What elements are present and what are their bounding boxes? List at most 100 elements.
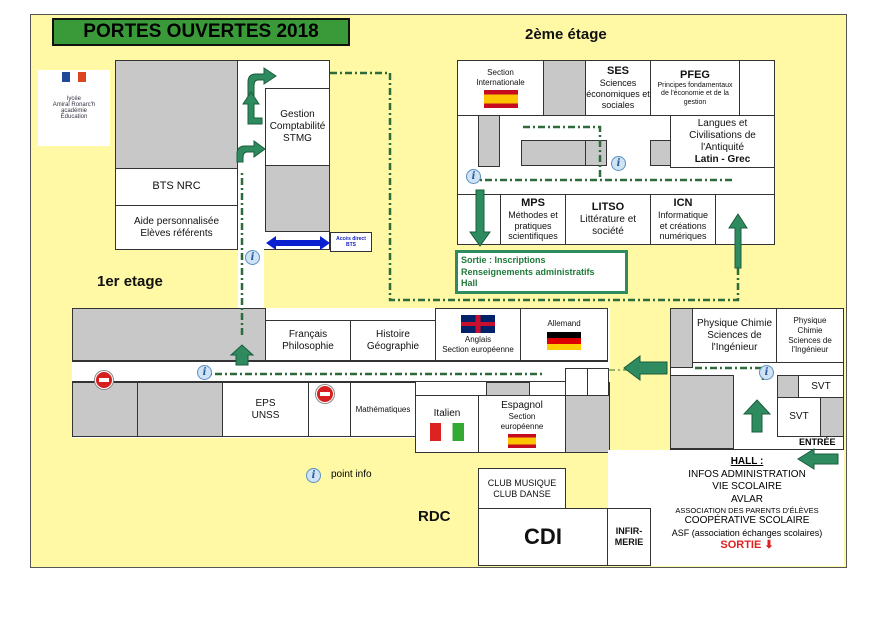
label-ground-floor: RDC [418,508,451,525]
room-label: CLUB MUSIQUE [487,477,557,488]
room-grey [137,382,223,437]
room-label: SVT [789,411,809,422]
box-line: Sortie : Inscriptions [461,255,546,265]
room-label: numériques [659,231,707,242]
room-label: Italien [433,407,461,419]
room-label: Langues et [697,117,748,129]
room-label: Section [508,411,536,421]
room-label: Internationale [476,77,525,87]
room-label: STMG [283,133,312,144]
room-label: Principes fondamentaux [657,82,733,89]
room-label: Allemand [547,319,581,329]
room-label: Elèves référents [140,227,213,239]
room-label: Section européenne [442,344,514,354]
arrow-up-icon [742,399,772,433]
arrow-icon [236,140,266,163]
room-label: CDI [524,523,562,549]
logo-text: Éducation [60,114,88,120]
sortie-label: SORTIE ⬇ [652,539,842,553]
label-second-floor: 2ème étage [525,26,607,43]
entree-label: ENTRÉE [799,437,836,447]
info-icon: i [245,250,260,265]
room-title: SES [606,65,629,78]
logo-text: académie [60,108,87,114]
room-label: UNSS [251,409,280,421]
arrow-up-icon [229,344,255,366]
room-grey [521,140,586,166]
info-icon: i [759,365,774,380]
room-label: Physique Chimie [696,317,773,329]
room-label: Littérature et [579,214,637,226]
room-label: Comptabilité [269,121,326,132]
room-allemand: Allemand [520,308,608,361]
room-grey [650,140,671,166]
room-svt-2: SVT [777,397,821,437]
box-line: Hall [461,278,478,289]
info-icon: i [611,156,626,171]
spain-flag-icon [508,434,536,449]
arrow-up-icon [728,213,748,269]
hall-line: COOPÉRATIVE SCOLAIRE [684,515,810,527]
room-title: PFEG [680,68,710,81]
room-grey [478,115,500,167]
room-label: SVT [811,380,831,392]
room-label: CLUB DANSE [493,488,551,499]
info-icon: i [466,169,481,184]
arrow-left-icon [623,355,668,381]
logo-text: lycée [66,96,81,102]
room-blank [715,194,775,245]
room-label: Anglais [464,334,492,344]
room-cdi: CDI [478,508,608,566]
arrow-icon [247,67,277,101]
room-label: Français [288,328,328,340]
room-bts-nrc: BTS NRC [115,168,238,206]
room-grey [543,60,586,116]
room-infirmerie: INFIR-MERIE [607,508,651,566]
room-label: Informatique [657,209,709,220]
box-line: Renseignements administratifs [461,266,595,277]
no-entry-icon [95,371,113,389]
label-first-floor: 1er etage [97,273,163,290]
room-label: MERIE [614,537,644,547]
hall-title: HALL : [730,456,764,467]
room-grey [115,60,238,169]
sortie-text: SORTIE [720,539,762,552]
room-grey [265,165,330,232]
room-label: l'Antiquité [700,141,745,153]
room-label: Philosophie [282,340,334,352]
room-label: économiques et [586,89,650,100]
room-label: Sciences de [788,335,832,345]
room-grey [820,397,844,437]
room-label: Sciences de [707,329,762,341]
school-logo: lycée Amiral Ronarc'h académie Éducation [38,70,110,146]
room-label: INFIR- [615,526,643,537]
italy-flag-icon [430,422,464,441]
room-label: société [592,226,624,238]
hall-line: ASF (association échanges scolaires) [671,527,823,538]
hall-line: ASSOCIATION DES PARENTS D'ÉLÈVES [675,506,819,515]
room-title: ICN [673,196,693,209]
room-label: l'Ingénieur [791,345,829,355]
room-label: Gestion [280,109,315,120]
arrow-down-icon: ⬇ [764,539,774,552]
room-label: Histoire [376,328,410,340]
logo-text: Amiral Ronarc'h [52,102,96,108]
room-label: Aide personnalisée [133,215,220,227]
room-grey [670,375,734,449]
room-label: gestion [683,98,707,106]
room-label: Géographie [366,340,420,352]
room-label: Sciences [599,78,637,89]
